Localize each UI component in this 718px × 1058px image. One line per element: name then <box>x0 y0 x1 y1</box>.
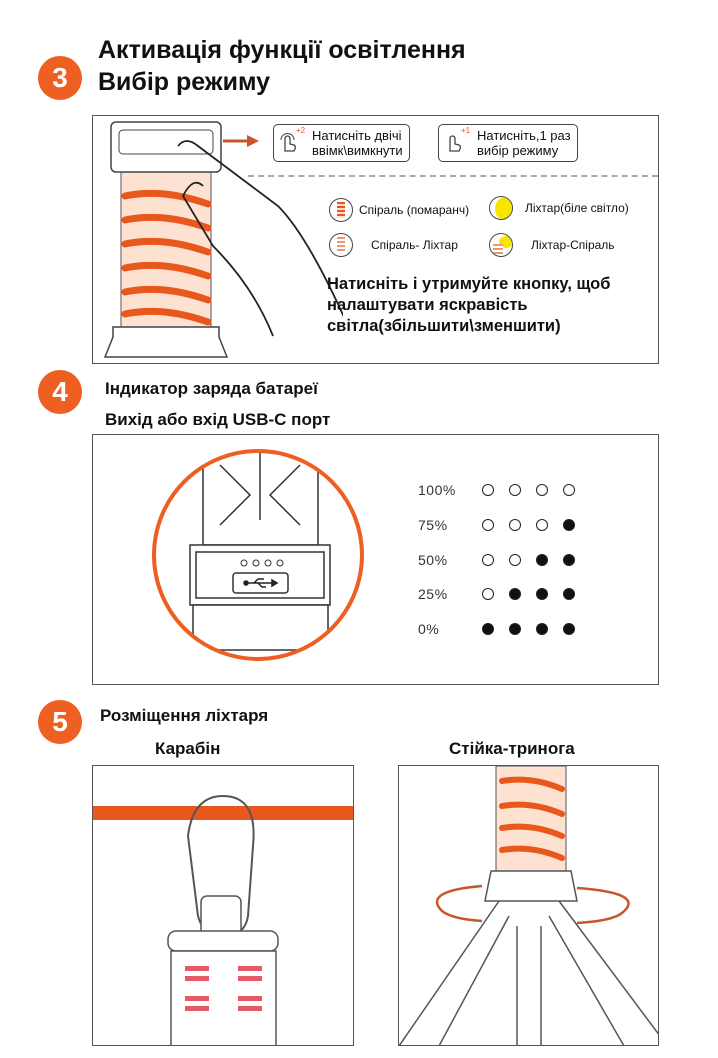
lighting-mode-panel: +2 Натисніть двічі ввімк\вимкнути +1 Нат… <box>92 115 659 364</box>
placement-title: Розміщення ліхтаря <box>100 706 269 725</box>
step-5-badge: 5 <box>38 700 82 744</box>
battery-level-row: 75% <box>418 517 590 533</box>
led-on-dot <box>536 588 548 601</box>
battery-level-row: 50% <box>418 552 590 568</box>
led-off-dot <box>482 553 494 566</box>
led-on-dot <box>563 623 575 636</box>
carabiner-hanging-drawing <box>93 794 353 1045</box>
carabiner-illustration <box>92 765 354 1046</box>
usb-port-closeup-illustration <box>152 449 364 661</box>
lantern-spiral-icon <box>489 233 513 257</box>
led-on-dot <box>563 553 575 566</box>
led-on-dot <box>563 518 575 531</box>
led-on-dot <box>536 553 548 566</box>
single-press-instruction: +1 Натисніть,1 раз вибір режиму <box>438 124 578 162</box>
step-3-badge: 3 <box>38 56 82 100</box>
led-off-dot <box>509 484 521 496</box>
instruction-line: Натисніть,1 раз <box>477 128 571 143</box>
double-tap-icon <box>280 133 296 152</box>
led-off-dot <box>482 588 494 601</box>
mode-spiral-orange: Спіраль (помаранч) <box>329 198 469 222</box>
title-line: Вибір режиму <box>98 68 271 96</box>
battery-level-label: 0% <box>418 621 440 638</box>
battery-level-label: 100% <box>418 482 456 498</box>
mode-label: Спіраль- Ліхтар <box>371 238 458 252</box>
mode-label: Ліхтар-Спіраль <box>531 238 615 252</box>
led-off-dot <box>509 553 521 566</box>
led-on-dot <box>509 623 521 636</box>
carabiner-caption: Карабін <box>155 739 221 758</box>
lantern-hand-illustration <box>103 121 343 358</box>
led-off-dot <box>536 484 548 496</box>
tap-count-badge: +2 <box>296 126 306 135</box>
mode-label: Спіраль (помаранч) <box>359 203 470 217</box>
tap-count-badge: +1 <box>461 126 471 135</box>
instruction-line: Натисніть двічі <box>312 128 402 143</box>
mode-lantern-spiral: Ліхтар-Спіраль <box>489 233 615 257</box>
step-4-badge: 4 <box>38 370 82 414</box>
single-tap-icon <box>449 135 461 152</box>
led-off-dot <box>482 518 494 531</box>
tripod-illustration <box>398 765 659 1046</box>
led-on-dot <box>509 588 521 601</box>
battery-level-row: 25% <box>418 586 590 602</box>
led-on-dot <box>482 623 494 636</box>
battery-level-label: 75% <box>418 516 448 533</box>
led-off-dot <box>509 518 521 531</box>
battery-level-label: 50% <box>418 551 448 568</box>
battery-indicator-title: Індикатор заряда батареї <box>105 379 318 398</box>
double-press-instruction: +2 Натисніть двічі ввімк\вимкнути <box>273 124 410 162</box>
usb-icon <box>243 578 279 588</box>
led-off-dot <box>482 484 494 496</box>
title-line: Активація функції освітлення <box>98 36 466 64</box>
instruction-line: світла(збільшити\зменшити) <box>327 317 561 335</box>
led-on-dot <box>536 623 548 636</box>
mode-lantern-white: Ліхтар(біле світло) <box>489 196 629 220</box>
usb-port-title: Вихід або вхід USB-C порт <box>105 410 331 429</box>
spiral-lantern-icon <box>329 233 353 257</box>
led-off-dot <box>563 484 575 496</box>
instruction-line: налаштувати яскравість <box>327 296 528 314</box>
led-off-dot <box>536 518 548 531</box>
instruction-line: ввімк\вимкнути <box>312 143 403 158</box>
arrow-right-icon <box>223 135 259 147</box>
mode-label: Ліхтар(біле світло) <box>525 201 629 215</box>
battery-level-row: 0% <box>418 621 590 637</box>
tripod-caption: Стійка-тринога <box>449 739 575 758</box>
spiral-orange-icon <box>329 198 353 222</box>
instruction-line: вибір режиму <box>477 143 559 158</box>
led-on-dot <box>563 588 575 601</box>
lantern-white-icon <box>489 196 513 220</box>
hold-brightness-instruction: Натисніть і утримуйте кнопку, щоб налашт… <box>327 274 610 337</box>
divider <box>248 175 658 177</box>
battery-level-label: 25% <box>418 586 448 603</box>
tripod-stand-drawing <box>399 766 658 1045</box>
battery-level-row: 100% <box>418 482 590 498</box>
section-3-title: Активація функції освітлення Вибір режим… <box>98 34 466 98</box>
instruction-line: Натисніть і утримуйте кнопку, щоб <box>327 275 611 293</box>
mode-spiral-lantern: Спіраль- Ліхтар <box>329 233 458 257</box>
